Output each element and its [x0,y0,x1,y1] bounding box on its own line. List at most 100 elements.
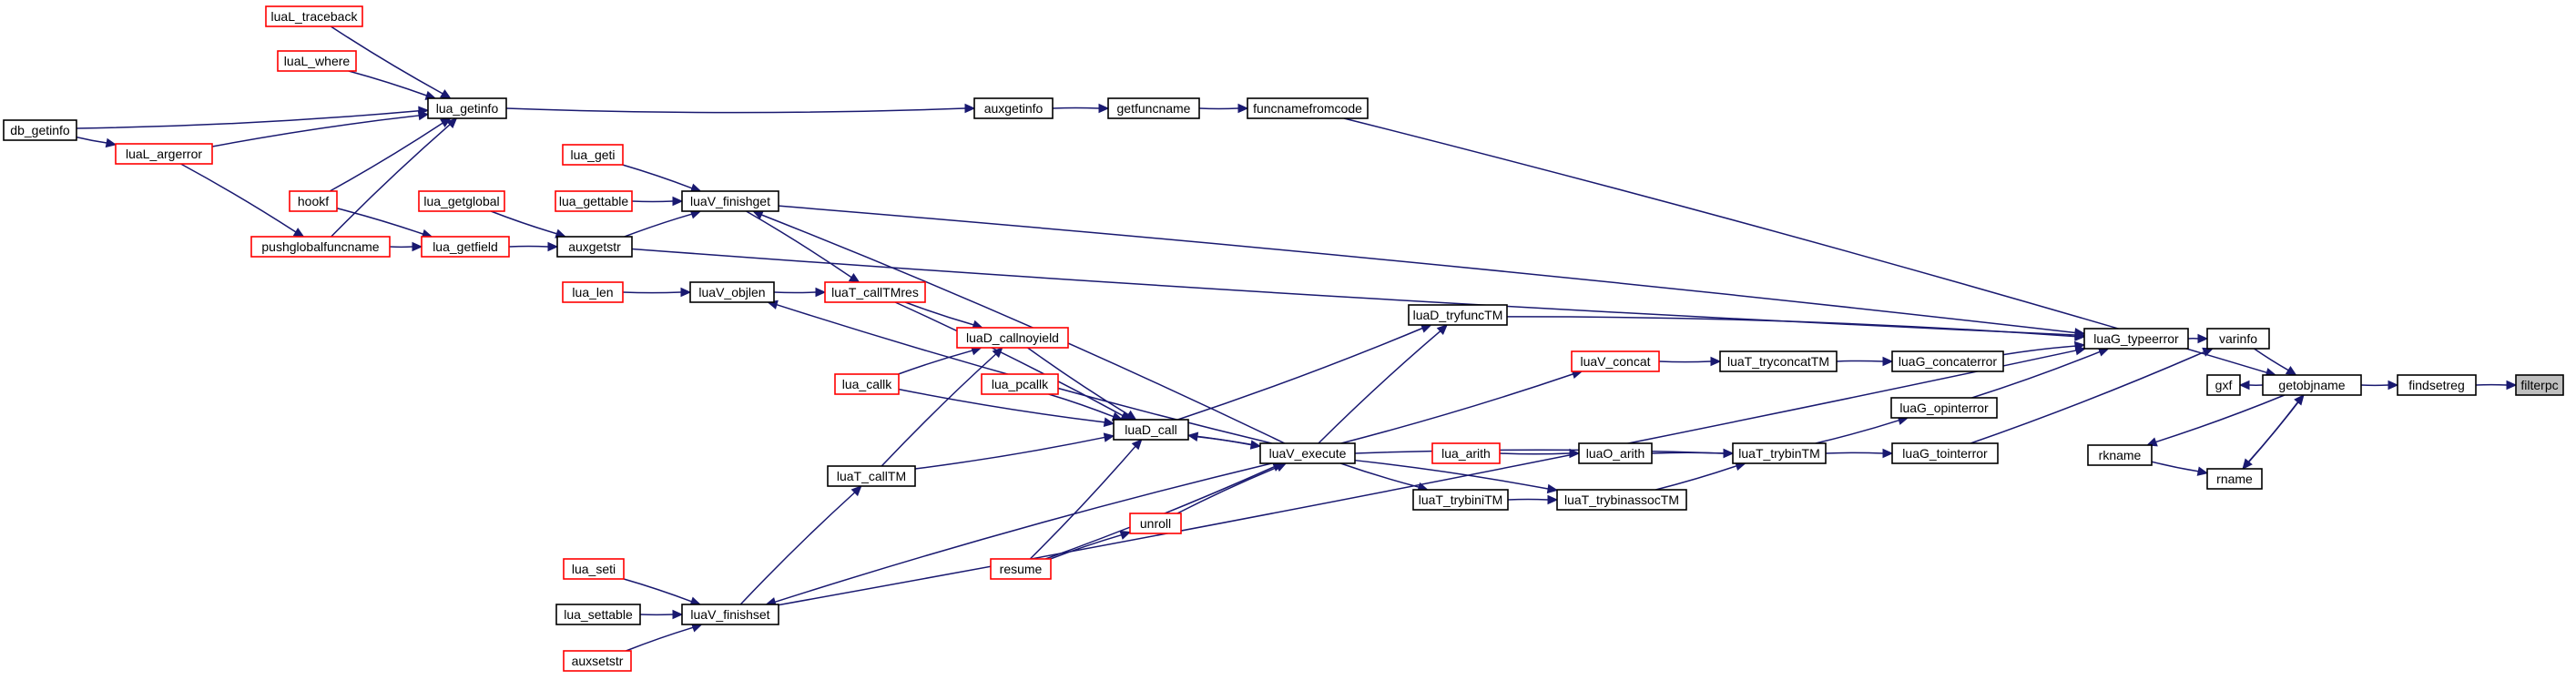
node-lua_getfield[interactable]: lua_getfield [421,236,510,258]
node-box-auxgetstr[interactable] [556,236,633,258]
node-box-hookf[interactable] [289,190,338,212]
node-box-luaV_execute[interactable] [1259,442,1356,464]
node-lua_callk[interactable]: lua_callk [834,373,900,395]
node-box-varinfo[interactable] [2206,328,2270,350]
node-box-resume[interactable] [990,558,1052,580]
node-lua_settable[interactable]: lua_settable [555,604,641,625]
node-box-findsetreg[interactable] [2397,374,2477,396]
node-box-luaT_trybiniTM[interactable] [1412,489,1509,511]
node-box-filterpc[interactable] [2515,374,2564,396]
node-luaV_finishget[interactable]: luaV_finishget [681,190,779,212]
node-luaL_traceback[interactable]: luaL_traceback [265,5,363,27]
node-luaT_trybinassocTM[interactable]: luaT_trybinassocTM [1556,489,1687,511]
node-box-luaD_call[interactable] [1113,419,1189,441]
node-box-lua_len[interactable] [562,281,624,303]
node-box-lua_callk[interactable] [834,373,900,395]
node-lua_seti[interactable]: lua_seti [563,558,625,580]
node-luaV_finishset[interactable]: luaV_finishset [681,604,779,625]
node-rname[interactable]: rname [2206,468,2263,490]
node-box-lua_arith[interactable] [1431,442,1501,464]
node-luaO_arith[interactable]: luaO_arith [1578,442,1653,464]
node-box-rkname[interactable] [2087,444,2153,466]
node-luaT_tryconcatTM[interactable]: luaT_tryconcatTM [1719,350,1838,372]
node-box-lua_pcallk[interactable] [981,373,1059,395]
node-auxgetstr[interactable]: auxgetstr [556,236,633,258]
node-luaD_callnoyield[interactable]: luaD_callnoyield [956,327,1069,349]
node-pushglobalfuncname[interactable]: pushglobalfuncname [250,236,391,258]
node-box-getfuncname[interactable] [1107,97,1200,119]
node-box-pushglobalfuncname[interactable] [250,236,391,258]
node-box-lua_getglobal[interactable] [418,190,505,212]
node-box-auxsetstr[interactable] [563,650,632,672]
node-luaV_concat[interactable]: luaV_concat [1571,350,1660,372]
node-box-funcnamefromcode[interactable] [1247,97,1369,119]
node-box-luaD_callnoyield[interactable] [956,327,1069,349]
node-luaT_trybinTM[interactable]: luaT_trybinTM [1732,442,1827,464]
node-luaG_concaterror[interactable]: luaG_concaterror [1891,350,2004,372]
node-box-luaV_objlen[interactable] [689,281,775,303]
node-box-rname[interactable] [2206,468,2263,490]
node-unroll[interactable]: unroll [1129,513,1182,534]
node-lua_geti[interactable]: lua_geti [562,144,624,166]
node-box-lua_getfield[interactable] [421,236,510,258]
node-luaG_opinterror[interactable]: luaG_opinterror [1890,397,1998,419]
node-luaT_callTMres[interactable]: luaT_callTMres [824,281,926,303]
node-funcnamefromcode[interactable]: funcnamefromcode [1247,97,1369,119]
node-luaG_typeerror[interactable]: luaG_typeerror [2083,328,2189,350]
node-luaG_tointerror[interactable]: luaG_tointerror [1891,442,1999,464]
node-box-gxf[interactable] [2206,374,2241,396]
node-lua_getinfo[interactable]: lua_getinfo [427,97,507,119]
node-lua_len[interactable]: lua_len [562,281,624,303]
node-resume[interactable]: resume [990,558,1052,580]
node-auxgetinfo[interactable]: auxgetinfo [973,97,1054,119]
node-getobjname[interactable]: getobjname [2262,374,2362,396]
node-gxf[interactable]: gxf [2206,374,2241,396]
node-luaT_callTM[interactable]: luaT_callTM [827,465,916,487]
node-box-auxgetinfo[interactable] [973,97,1054,119]
node-box-getobjname[interactable] [2262,374,2362,396]
node-luaL_argerror[interactable]: luaL_argerror [115,143,213,165]
node-luaL_where[interactable]: luaL_where [277,50,357,72]
node-box-luaV_finishset[interactable] [681,604,779,625]
node-lua_getglobal[interactable]: lua_getglobal [418,190,505,212]
node-box-luaG_concaterror[interactable] [1891,350,2004,372]
node-box-db_getinfo[interactable] [3,119,77,141]
node-box-luaD_tryfuncTM[interactable] [1408,304,1508,326]
node-box-luaL_where[interactable] [277,50,357,72]
node-box-lua_geti[interactable] [562,144,624,166]
node-box-luaO_arith[interactable] [1578,442,1653,464]
node-box-luaL_traceback[interactable] [265,5,363,27]
node-box-luaL_argerror[interactable] [115,143,213,165]
node-lua_pcallk[interactable]: lua_pcallk [981,373,1059,395]
node-lua_gettable[interactable]: lua_gettable [555,190,633,212]
node-rkname[interactable]: rkname [2087,444,2153,466]
node-luaD_call[interactable]: luaD_call [1113,419,1189,441]
node-findsetreg[interactable]: findsetreg [2397,374,2477,396]
node-box-lua_gettable[interactable] [555,190,633,212]
node-luaV_objlen[interactable]: luaV_objlen [689,281,775,303]
node-box-luaT_callTM[interactable] [827,465,916,487]
node-box-lua_seti[interactable] [563,558,625,580]
node-getfuncname[interactable]: getfuncname [1107,97,1200,119]
node-box-luaV_finishget[interactable] [681,190,779,212]
node-box-luaT_trybinTM[interactable] [1732,442,1827,464]
node-hookf[interactable]: hookf [289,190,338,212]
node-box-lua_getinfo[interactable] [427,97,507,119]
node-db_getinfo[interactable]: db_getinfo [3,119,77,141]
node-box-lua_settable[interactable] [555,604,641,625]
node-box-luaT_tryconcatTM[interactable] [1719,350,1838,372]
node-box-luaG_opinterror[interactable] [1890,397,1998,419]
node-box-luaG_typeerror[interactable] [2083,328,2189,350]
node-luaV_execute[interactable]: luaV_execute [1259,442,1356,464]
node-filterpc[interactable]: filterpc [2515,374,2564,396]
node-box-unroll[interactable] [1129,513,1182,534]
node-box-luaT_trybinassocTM[interactable] [1556,489,1687,511]
node-luaT_trybiniTM[interactable]: luaT_trybiniTM [1412,489,1509,511]
node-box-luaT_callTMres[interactable] [824,281,926,303]
node-luaD_tryfuncTM[interactable]: luaD_tryfuncTM [1408,304,1508,326]
node-box-luaG_tointerror[interactable] [1891,442,1999,464]
node-varinfo[interactable]: varinfo [2206,328,2270,350]
node-auxsetstr[interactable]: auxsetstr [563,650,632,672]
node-lua_arith[interactable]: lua_arith [1431,442,1501,464]
node-box-luaV_concat[interactable] [1571,350,1660,372]
